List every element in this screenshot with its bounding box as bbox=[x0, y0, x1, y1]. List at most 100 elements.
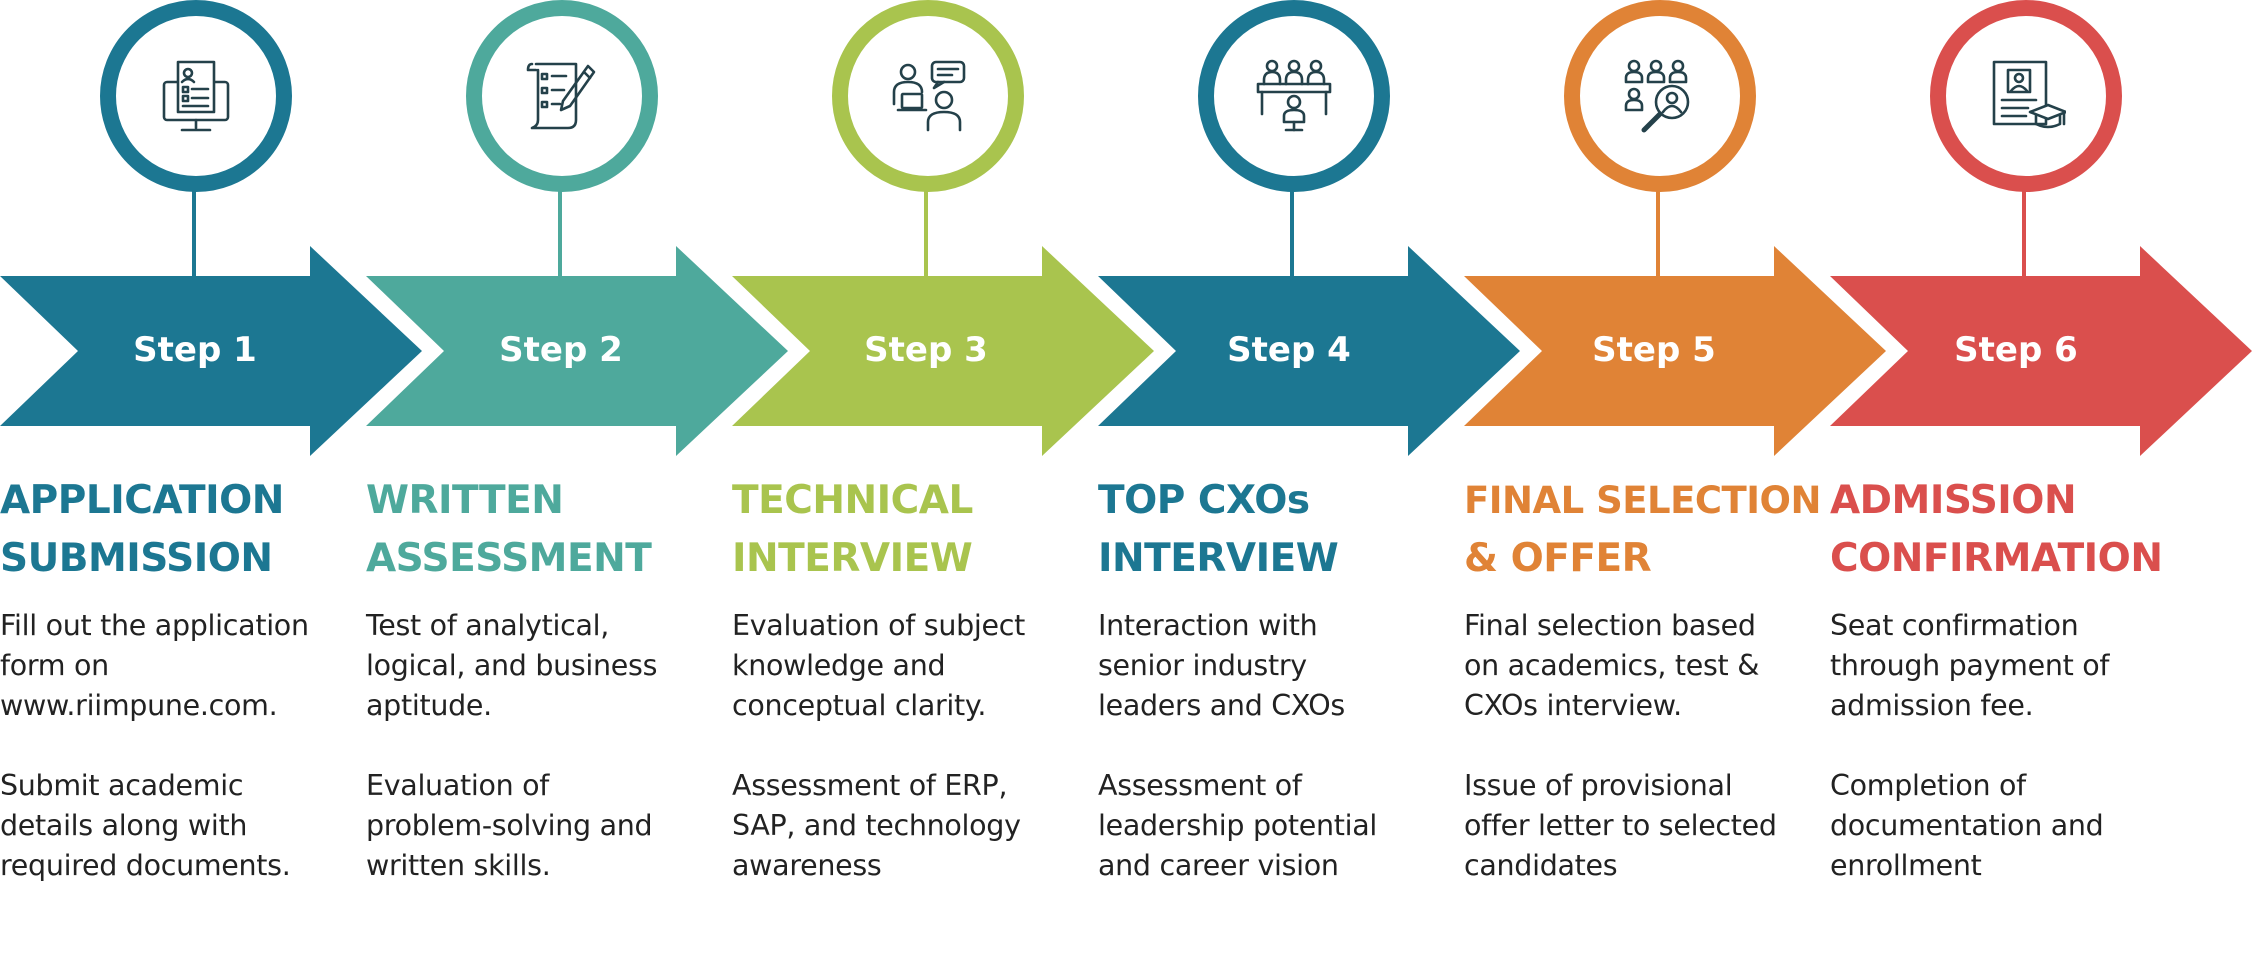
step-6-connector bbox=[2022, 188, 2026, 276]
description-line: required documents. bbox=[0, 849, 291, 882]
step-6-title-line-2: CONFIRMATION bbox=[1830, 536, 2163, 581]
description-line: knowledge and bbox=[732, 649, 946, 682]
step-1-connector bbox=[192, 188, 196, 276]
step-4-title: TOP CXOs INTERVIEW bbox=[1098, 472, 1450, 588]
step-3-icon-circle bbox=[832, 0, 1024, 192]
step-4-icon-circle bbox=[1198, 0, 1390, 192]
description-line: www.riimpune.com. bbox=[0, 689, 278, 722]
description-line: SAP, and technology bbox=[732, 809, 1021, 842]
step-2-description: Test of analytical, logical, and busines… bbox=[366, 606, 718, 726]
description-line: through payment of bbox=[1830, 649, 2110, 682]
description-line: senior industry bbox=[1098, 649, 1307, 682]
step-3-connector bbox=[924, 188, 928, 276]
step-2-title-line-1: WRITTEN bbox=[366, 478, 564, 523]
step-1-title-line-1: APPLICATION bbox=[0, 478, 284, 523]
step-2-title-line-2: ASSESSMENT bbox=[366, 536, 652, 581]
panel-meeting-icon bbox=[1256, 59, 1332, 132]
step-5-title-line-2: & OFFER bbox=[1464, 536, 1652, 581]
step-1-icon-circle bbox=[100, 0, 292, 192]
description-line: Completion of bbox=[1830, 769, 2026, 802]
step-2-details-text: Evaluation of problem-solving and writte… bbox=[366, 766, 718, 886]
step-3-title-line-1: TECHNICAL bbox=[732, 478, 973, 523]
description-line: Interaction with bbox=[1098, 609, 1318, 642]
description-line: leadership potential bbox=[1098, 809, 1378, 842]
step-6-description: Seat confirmation through payment of adm… bbox=[1830, 606, 2182, 726]
step-4-label: Step 4 bbox=[1227, 330, 1351, 370]
step-2-icon-circle bbox=[466, 0, 658, 192]
description-line: logical, and business bbox=[366, 649, 658, 682]
step-6-label: Step 6 bbox=[1954, 330, 2078, 370]
step-6-arrow bbox=[1830, 246, 2252, 456]
description-line: details along with bbox=[0, 809, 248, 842]
step-5-label: Step 5 bbox=[1592, 330, 1716, 370]
step-2-details: WRITTEN ASSESSMENT Test of analytical, l… bbox=[366, 472, 718, 886]
candidate-search-icon bbox=[1624, 59, 1690, 133]
step-3-details-text: Assessment of ERP, SAP, and technology a… bbox=[732, 766, 1084, 886]
step-3-label: Step 3 bbox=[864, 330, 988, 370]
step-1-details-text: Submit academic details along with requi… bbox=[0, 766, 352, 886]
description-line: written skills. bbox=[366, 849, 551, 882]
description-line: form on bbox=[0, 649, 109, 682]
step-5-icon-circle bbox=[1564, 0, 1756, 192]
description-line: conceptual clarity. bbox=[732, 689, 987, 722]
step-5-description: Final selection based on academics, test… bbox=[1464, 606, 1816, 726]
step-2-connector bbox=[558, 188, 562, 276]
description-line: candidates bbox=[1464, 849, 1618, 882]
description-line: Issue of provisional bbox=[1464, 769, 1733, 802]
step-5-title: FINAL SELECTION & OFFER bbox=[1464, 472, 1821, 588]
step-3-details: TECHNICAL INTERVIEW Evaluation of subjec… bbox=[732, 472, 1084, 886]
step-1-label: Step 1 bbox=[133, 330, 257, 370]
step-1-details: APPLICATION SUBMISSION Fill out the appl… bbox=[0, 472, 352, 886]
step-5-arrow bbox=[1464, 246, 1886, 456]
description-line: Evaluation of bbox=[366, 769, 550, 802]
checklist-pen-icon bbox=[526, 62, 596, 130]
step-1-description: Fill out the application form on www.rii… bbox=[0, 606, 352, 726]
description-line: CXOs interview. bbox=[1464, 689, 1682, 722]
step-1-title-line-2: SUBMISSION bbox=[0, 536, 273, 581]
description-line: problem-solving and bbox=[366, 809, 653, 842]
step-5-details: FINAL SELECTION & OFFER Final selection … bbox=[1464, 472, 1821, 886]
description-line: and career vision bbox=[1098, 849, 1339, 882]
description-line: Fill out the application bbox=[0, 609, 309, 642]
description-line: on academics, test & bbox=[1464, 649, 1760, 682]
step-2-title: WRITTEN ASSESSMENT bbox=[366, 472, 718, 588]
step-6-details-text: Completion of documentation and enrollme… bbox=[1830, 766, 2182, 886]
step-1-arrow bbox=[0, 246, 422, 456]
description-line: aptitude. bbox=[366, 689, 492, 722]
step-1-title: APPLICATION SUBMISSION bbox=[0, 472, 352, 588]
description-line: enrollment bbox=[1830, 849, 1982, 882]
description-line: documentation and bbox=[1830, 809, 2104, 842]
step-5-details-text: Issue of provisional offer letter to sel… bbox=[1464, 766, 1816, 886]
step-3-title-line-2: INTERVIEW bbox=[732, 536, 973, 581]
description-line: Assessment of ERP, bbox=[732, 769, 1008, 802]
step-4-details: TOP CXOs INTERVIEW Interaction with seni… bbox=[1098, 472, 1450, 886]
description-line: Submit academic bbox=[0, 769, 244, 802]
step-6-details: ADMISSION CONFIRMATION Seat confirmation… bbox=[1830, 472, 2182, 886]
step-3-arrow bbox=[732, 246, 1154, 456]
step-6-icon-circle bbox=[1930, 0, 2122, 192]
step-3-title: TECHNICAL INTERVIEW bbox=[732, 472, 1084, 588]
description-line: offer letter to selected bbox=[1464, 809, 1777, 842]
description-line: leaders and CXOs bbox=[1098, 689, 1345, 722]
description-line: awareness bbox=[732, 849, 882, 882]
step-6-title-line-1: ADMISSION bbox=[1830, 478, 2077, 523]
step-3-description: Evaluation of subject knowledge and conc… bbox=[732, 606, 1084, 726]
description-line: admission fee. bbox=[1830, 689, 2034, 722]
step-5-title-line-1: FINAL SELECTION bbox=[1464, 479, 1821, 522]
computer-form-icon bbox=[162, 60, 230, 132]
admission-certificate-icon bbox=[1992, 60, 2066, 129]
description-line: Test of analytical, bbox=[366, 609, 609, 642]
step-4-description: Interaction with senior industry leaders… bbox=[1098, 606, 1450, 726]
description-line: Final selection based bbox=[1464, 609, 1756, 642]
step-5-connector bbox=[1656, 188, 1660, 276]
step-2-arrow bbox=[366, 246, 788, 456]
step-4-connector bbox=[1290, 188, 1294, 276]
description-line: Assessment of bbox=[1098, 769, 1302, 802]
step-6-title: ADMISSION CONFIRMATION bbox=[1830, 472, 2182, 588]
interview-chat-icon bbox=[892, 60, 966, 132]
step-2-label: Step 2 bbox=[499, 330, 623, 370]
description-line: Seat confirmation bbox=[1830, 609, 2079, 642]
step-4-arrow bbox=[1098, 246, 1520, 456]
step-4-title-line-2: INTERVIEW bbox=[1098, 536, 1339, 581]
